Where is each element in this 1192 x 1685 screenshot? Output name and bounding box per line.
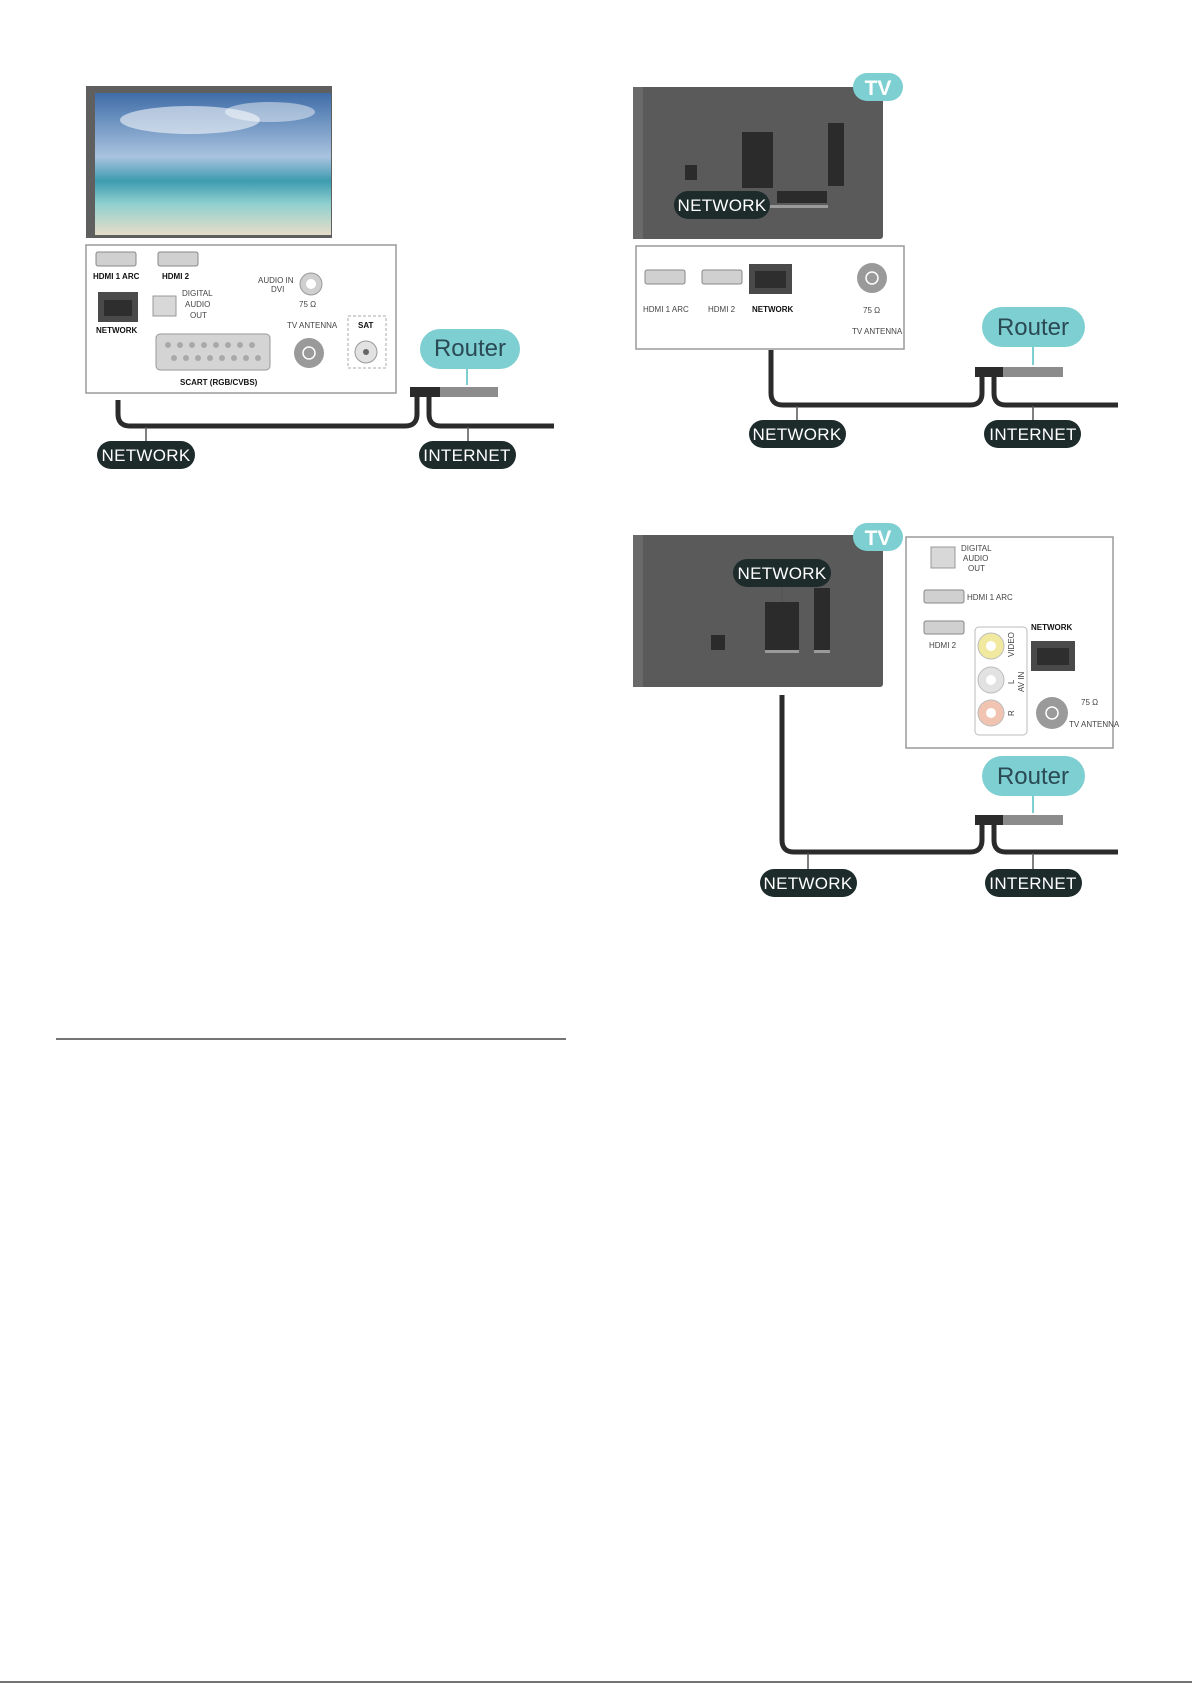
internet-label-pill <box>985 869 1082 897</box>
internet-label: INTERNET <box>423 446 510 465</box>
network-label-pill <box>674 191 770 219</box>
internet-label: INTERNET <box>989 874 1076 893</box>
hdmi-port-icon <box>95 251 137 267</box>
diagram-tv-side-back-connection: NETWORK TV DIGITAL AUDIO OUT HDMI 1 ARC … <box>633 523 1120 897</box>
port-label-tv-antenna: TV ANTENNA <box>287 321 338 330</box>
scart-port-icon <box>155 333 271 371</box>
port-label-digital-out: OUT <box>968 564 985 573</box>
digital-audio-port-icon <box>930 546 956 569</box>
port-label-video: VIDEO <box>1007 632 1016 657</box>
hdmi-port-icon <box>701 269 743 285</box>
router-body <box>1003 815 1063 825</box>
internet-label-pill <box>984 420 1081 448</box>
port-label-dvi: DVI <box>271 285 284 294</box>
antenna-port-icon <box>294 338 324 368</box>
digital-audio-port-icon <box>152 295 177 317</box>
port-label-network: NETWORK <box>96 326 138 335</box>
internet-cable <box>991 376 1118 408</box>
router-badge <box>982 756 1085 796</box>
port-label-digital-out: OUT <box>190 311 207 320</box>
network-cable <box>779 695 985 855</box>
diagram-tv-back-connection: NETWORK TV HDMI 1 ARC HDMI 2 NETWORK 75 … <box>633 73 1118 448</box>
port-label-r: R <box>1007 710 1016 716</box>
network-label: NETWORK <box>764 874 853 893</box>
port-label-tv-antenna: TV ANTENNA <box>1069 720 1120 729</box>
network-label-pill <box>733 559 831 587</box>
port-label-network: NETWORK <box>1031 623 1073 632</box>
router-body <box>410 387 440 397</box>
port-label-ohm: 75 Ω <box>863 306 880 315</box>
router-badge <box>982 307 1085 347</box>
tv-badge <box>853 73 903 101</box>
port-label-sat: SAT <box>358 321 374 330</box>
port-label-hdmi1: HDMI 1 ARC <box>93 272 140 281</box>
port-label-hdmi1: HDMI 1 ARC <box>643 305 689 314</box>
network-label-pill <box>749 420 846 448</box>
antenna-port-icon <box>1036 697 1068 729</box>
port-label-audio-in: AUDIO IN <box>258 276 294 285</box>
hdmi-port-icon <box>923 620 965 635</box>
router-body <box>975 367 1003 377</box>
port-label-hdmi2: HDMI 2 <box>162 272 190 281</box>
router-body <box>1003 367 1063 377</box>
router-body <box>975 815 1003 825</box>
tv-back-body <box>633 535 883 687</box>
network-label: NETWORK <box>678 196 767 215</box>
internet-cable <box>426 396 554 429</box>
router-label: Router <box>997 314 1069 341</box>
port-label-ohm: 75 Ω <box>1081 698 1098 707</box>
network-cable <box>115 396 420 429</box>
port-label-network: NETWORK <box>752 305 794 314</box>
router-label: Router <box>434 335 506 362</box>
port-label-l: L <box>1007 679 1016 684</box>
hdmi-port-icon <box>923 589 965 604</box>
port-label-digital-audio: AUDIO <box>963 554 988 563</box>
internet-label-pill <box>419 441 516 469</box>
port-label-hdmi2: HDMI 2 <box>708 305 736 314</box>
port-label-hdmi1: HDMI 1 ARC <box>967 593 1013 602</box>
tv-port-panel <box>635 245 905 350</box>
port-label-digital: DIGITAL <box>961 544 992 553</box>
network-cable <box>768 350 985 408</box>
internet-cable <box>991 825 1118 855</box>
diagram-tv-side-connection: HDMI 1 ARC HDMI 2 NETWORK DIGITAL AUDIO … <box>85 86 554 469</box>
antenna-port-icon <box>857 263 887 293</box>
network-label: NETWORK <box>753 425 842 444</box>
port-label-ohm: 75 Ω <box>299 300 316 309</box>
tv-port-panel <box>905 536 1114 749</box>
network-label: NETWORK <box>102 446 191 465</box>
hdmi-port-icon <box>157 251 199 267</box>
internet-label: INTERNET <box>989 425 1076 444</box>
port-label-hdmi2: HDMI 2 <box>929 641 957 650</box>
port-label-tv-antenna: TV ANTENNA <box>852 327 903 336</box>
port-label-digital-audio: AUDIO <box>185 300 210 309</box>
tv-badge <box>853 523 903 551</box>
network-label-pill <box>97 441 195 469</box>
router-body <box>440 387 498 397</box>
port-label-av-in: AV IN <box>1017 671 1026 692</box>
port-label-digital: DIGITAL <box>182 289 213 298</box>
port-label-scart: SCART (RGB/CVBS) <box>180 378 258 387</box>
tv-label: TV <box>865 527 892 550</box>
router-badge <box>420 329 520 369</box>
network-label: NETWORK <box>738 564 827 583</box>
network-label-pill <box>760 869 857 897</box>
tv-label: TV <box>865 77 892 100</box>
hdmi-port-icon <box>644 269 686 285</box>
av-in-frame <box>974 626 1028 736</box>
router-label: Router <box>997 763 1069 790</box>
